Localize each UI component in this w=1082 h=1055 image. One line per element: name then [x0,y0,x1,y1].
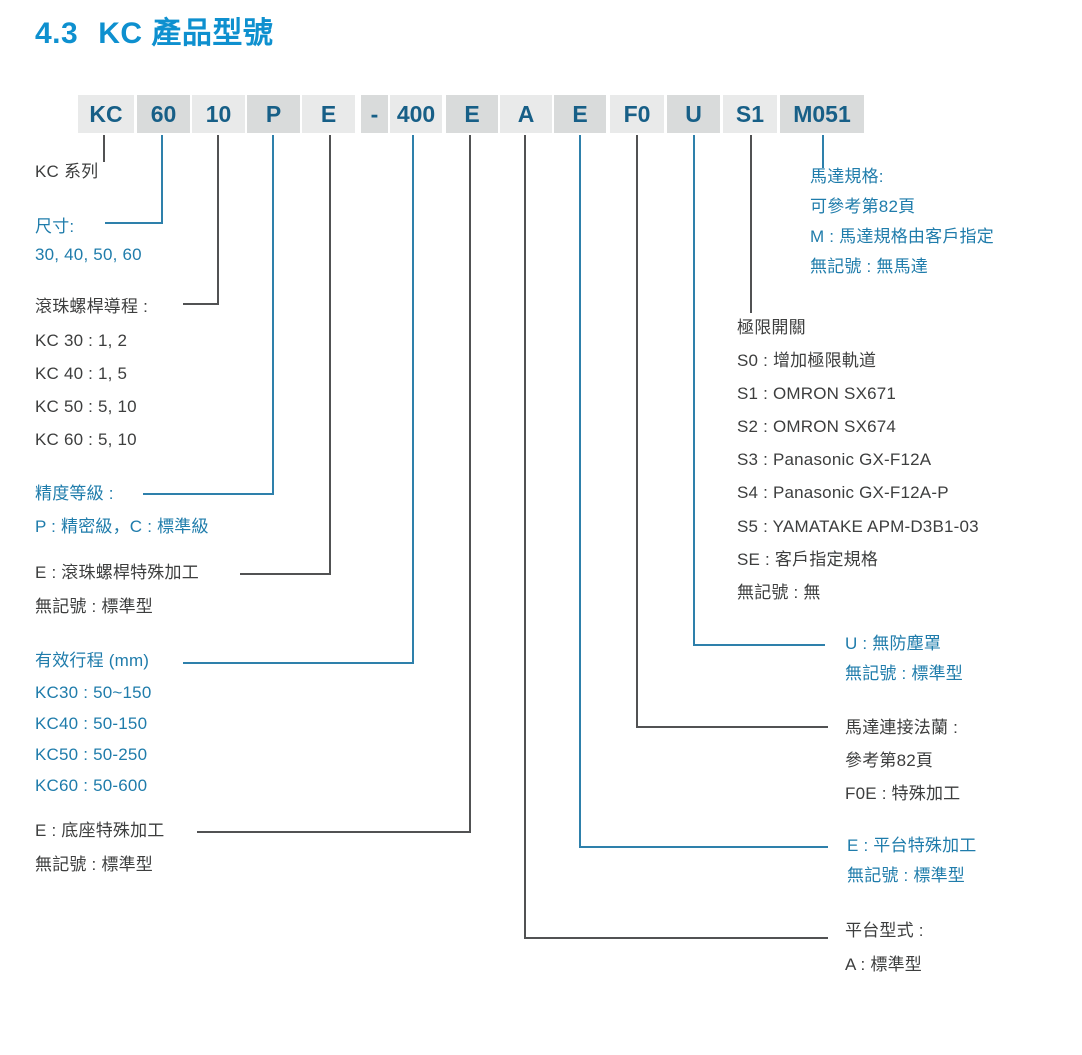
label-accuracy-value: P : 精密級，C : 標準級 [35,517,209,536]
label-table-special: 無記號 : 標準型 [847,866,965,885]
label-lead-item: KC 60 : 5, 10 [35,430,137,449]
code-segment-limit-switch: S1 [723,95,777,133]
code-segment-series: KC [78,95,134,133]
label-series: KC 系列 [35,162,99,181]
label-limit-switch: S0 : 增加極限軌道 [737,351,877,370]
connector-stroke-elbow [183,662,414,664]
label-motor-flange: F0E : 特殊加工 [845,784,961,803]
connector-size-elbow [105,222,163,224]
label-limit-switch: SE : 客戶指定規格 [737,550,879,569]
code-segment-motor: M051 [780,95,864,133]
label-dust-cover: 無記號 : 標準型 [845,664,963,683]
connector-table-type-line [524,135,526,939]
label-base-special: 無記號 : 標準型 [35,855,153,874]
code-segment-screw-special: E [302,95,355,133]
label-stroke-item: KC50 : 50-250 [35,745,148,764]
label-motor-flange: 馬達連接法蘭 : [845,718,959,737]
code-segment-size: 60 [137,95,190,133]
label-stroke-item: KC60 : 50-600 [35,776,148,795]
label-lead-title: 滾珠螺桿導程 : [35,297,149,316]
label-limit-switch: S5 : YAMATAKE APM-D3B1-03 [737,517,979,536]
connector-lead-line [217,135,219,305]
code-segment-table-type: A [500,95,552,133]
code-segment-accuracy: P [247,95,300,133]
connector-table-type-elbow [524,937,828,939]
connector-limit-switch-line [750,135,752,313]
connector-stroke-line [412,135,414,664]
connector-accuracy-line [272,135,274,495]
code-segment-dust-cover: U [667,95,720,133]
code-segment-base-special: E [446,95,498,133]
label-table-special: E : 平台特殊加工 [847,836,977,855]
label-motor-flange: 參考第82頁 [845,751,934,770]
label-limit-switch: 極限開關 [737,318,806,337]
label-table-type: 平台型式 : [845,921,924,940]
connector-size-line [161,135,163,224]
code-segment-lead: 10 [192,95,245,133]
label-table-type: A : 標準型 [845,955,922,974]
connector-lead-elbow [183,303,219,305]
label-stroke-title: 有效行程 (mm) [35,651,150,670]
connector-flange-elbow [636,726,828,728]
label-motor-spec: 馬達規格: [810,167,884,186]
code-segment-flange: F0 [610,95,664,133]
label-motor-spec: M : 馬達規格由客戶指定 [810,227,994,246]
label-stroke-item: KC40 : 50-150 [35,714,148,733]
connector-series-line [103,135,105,162]
connector-table-special-line [579,135,581,848]
label-screw-special: 無記號 : 標準型 [35,597,153,616]
label-base-special: E : 底座特殊加工 [35,821,165,840]
label-screw-special: E : 滾珠螺桿特殊加工 [35,563,199,582]
connector-flange-line [636,135,638,728]
label-size-title: 尺寸: [35,217,75,236]
page-title: 4.3 KC 產品型號 [35,8,273,52]
label-stroke-item: KC30 : 50~150 [35,683,152,702]
label-lead-item: KC 30 : 1, 2 [35,331,128,350]
label-limit-switch: S2 : OMRON SX674 [737,417,897,436]
label-lead-item: KC 40 : 1, 5 [35,364,128,383]
section-number: 4.3 [35,17,79,50]
connector-dust-cover-line [693,135,695,646]
code-segment-table-special: E [554,95,606,133]
connector-table-special-elbow [579,846,828,848]
label-lead-item: KC 50 : 5, 10 [35,397,137,416]
connector-base-special-elbow [197,831,471,833]
connector-screw-special-line [329,135,331,575]
label-limit-switch: S1 : OMRON SX671 [737,384,897,403]
label-limit-switch: 無記號 : 無 [737,583,821,602]
connector-screw-special-elbow [240,573,331,575]
label-accuracy-title: 精度等級 : [35,484,114,503]
label-size-value: 30, 40, 50, 60 [35,245,142,264]
label-motor-spec: 無記號 : 無馬達 [810,257,928,276]
connector-motor-line [822,135,824,168]
label-motor-spec: 可參考第82頁 [810,197,916,216]
label-limit-switch: S4 : Panasonic GX-F12A-P [737,483,949,502]
code-segment-dash: - [361,95,388,133]
code-segment-stroke: 400 [390,95,442,133]
connector-base-special-line [469,135,471,833]
connector-accuracy-elbow [143,493,274,495]
connector-dust-cover-elbow [693,644,825,646]
label-limit-switch: S3 : Panasonic GX-F12A [737,450,932,469]
label-dust-cover: U : 無防塵罩 [845,634,942,653]
section-title: KC 產品型號 [98,17,274,50]
